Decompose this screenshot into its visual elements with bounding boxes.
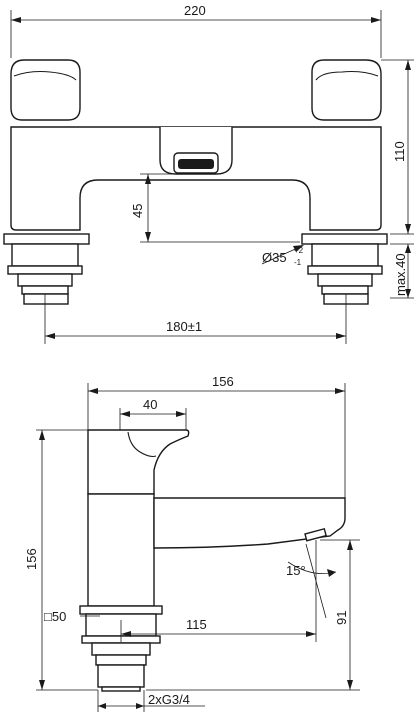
aerator-inner: [178, 159, 214, 169]
label-diameter-tol-lower: -1: [294, 258, 302, 267]
left-handle-contour: [13, 70, 77, 81]
left-handle: [10, 59, 81, 121]
side-view: 156 40 156 □50: [24, 374, 360, 712]
dim-height-110: 110: [381, 59, 414, 235]
label-width-220: 220: [184, 3, 206, 18]
dim-handle-40: 40: [119, 397, 187, 430]
label-diameter-tol-upper: +2: [294, 246, 304, 255]
dim-deck-max40: max.40: [390, 243, 414, 299]
dim-height-156: 156: [24, 429, 98, 691]
dim-depth-156: 156: [87, 374, 346, 498]
right-handle: [311, 59, 382, 121]
right-connector: [301, 233, 388, 305]
dim-centres-180: 180±1: [44, 294, 347, 344]
dim-angle-15: 15°: [286, 543, 337, 619]
label-handle-40: 40: [143, 397, 157, 412]
label-centres-180: 180±1: [166, 319, 202, 334]
label-thread: 2xG3/4: [148, 692, 190, 707]
label-outlet-91: 91: [334, 611, 349, 625]
dim-outlet-91: 91: [146, 539, 360, 691]
label-angle-15: 15°: [286, 563, 306, 578]
label-deck-max40: max.40: [393, 253, 408, 296]
dim-base-50: □50: [44, 609, 100, 624]
mixer-body: [10, 126, 382, 231]
side-handle-contour: [127, 431, 157, 458]
dim-projection-115: 115: [120, 540, 317, 642]
label-height-110: 110: [392, 141, 407, 162]
label-diameter-35: Ø35: [262, 250, 287, 265]
label-base-50: □50: [44, 609, 66, 624]
dim-spout-45: 45: [130, 173, 300, 243]
dim-width-220: 220: [10, 3, 382, 58]
label-height-156: 156: [24, 548, 39, 570]
dim-diameter-35: Ø35 +2 -1: [261, 245, 304, 267]
label-spout-45: 45: [130, 204, 145, 218]
label-depth-156: 156: [212, 374, 234, 389]
left-connector: [3, 233, 90, 305]
label-projection-115: 115: [186, 617, 207, 632]
side-body: [87, 493, 155, 607]
front-view: 220 110 45 Ø35 +2 -1: [3, 3, 414, 344]
side-connector: [79, 605, 163, 692]
dim-thread: 2xG3/4: [97, 690, 205, 712]
side-spout: [153, 497, 346, 549]
right-handle-contour: [315, 70, 379, 81]
side-handle: [87, 429, 190, 495]
spout-outlet-tip: [304, 527, 327, 542]
